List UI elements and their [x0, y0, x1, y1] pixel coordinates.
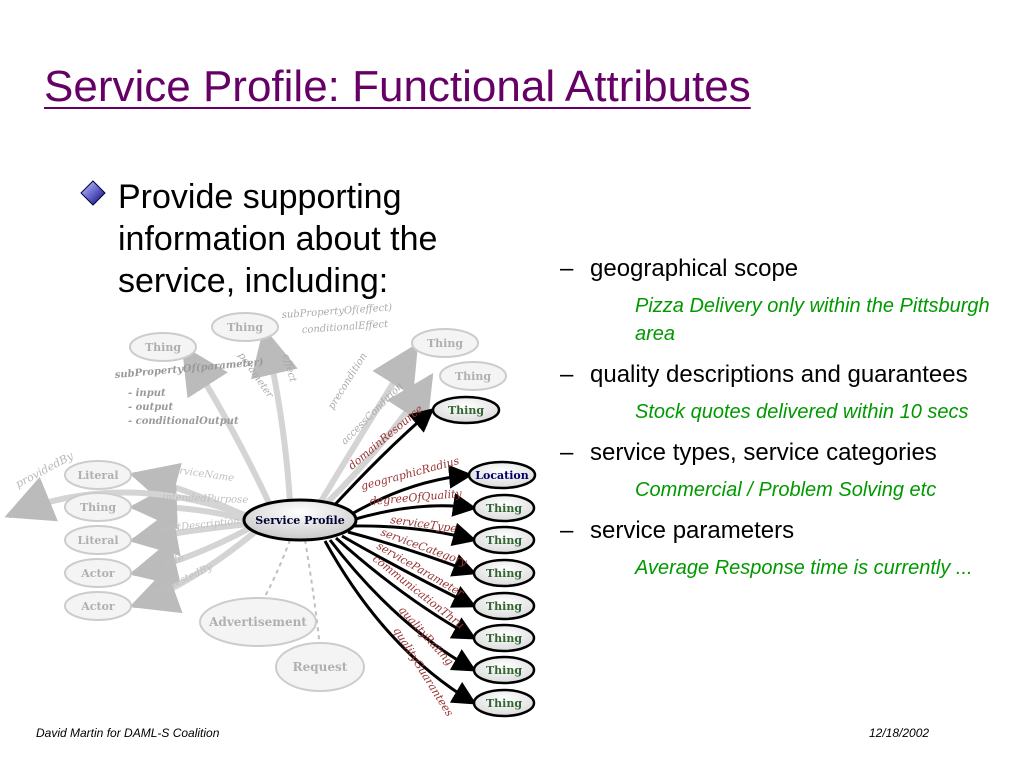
slide-title: Service Profile: Functional Attributes	[44, 62, 751, 111]
sub-bullet-list: –geographical scope Pizza Delivery only …	[560, 254, 1010, 594]
dash-glyph: –	[560, 361, 574, 388]
edge-qualityRating	[328, 539, 477, 672]
footer-date: 12/18/2002	[869, 726, 930, 740]
node-thing-domainResource: Thing	[431, 395, 501, 425]
edge-providedBy	[4, 476, 248, 522]
edge-precondition	[317, 342, 419, 506]
node-actor-1: Actor	[64, 558, 132, 588]
main-bullet: Provide supporting information about the…	[80, 176, 560, 302]
node-label: Thing	[80, 501, 116, 514]
footer-author: David Martin for DAML-S Coalition	[36, 726, 220, 740]
node-label: Thing	[486, 567, 522, 580]
node-advertisement: Advertisement	[199, 597, 317, 647]
dash-glyph: –	[560, 439, 574, 466]
edge-qualityGuarantees	[323, 540, 477, 705]
node-literal-2: Literal	[64, 525, 132, 555]
sub-bullet-example: Stock quotes delivered within 10 secs	[635, 401, 969, 423]
node-label: Thing	[448, 404, 484, 417]
sub-bullet-example: Commercial / Problem Solving etc	[635, 479, 937, 501]
dash-glyph: –	[560, 255, 574, 282]
edge-parameter	[181, 344, 273, 508]
node-thing-qualityRating: Thing	[472, 655, 536, 685]
sub-bullet-example: Pizza Delivery only within the Pittsburg…	[635, 295, 990, 345]
node-label: Thing	[145, 341, 181, 354]
node-label: Thing	[486, 600, 522, 613]
node-thing-top-2: Thing	[211, 312, 279, 342]
node-thing-right-upper-2: Thing	[439, 361, 507, 391]
diamond-bullet-icon	[80, 180, 106, 206]
sub-bullet-quality: –quality descriptions and guarantees	[560, 360, 1010, 390]
node-thing-communicationThru: Thing	[472, 623, 536, 653]
node-actor-2: Actor	[64, 591, 132, 621]
sub-bullet-label: geographical scope	[590, 255, 799, 282]
node-label: Actor	[80, 567, 115, 580]
label-input: - input	[128, 388, 166, 399]
node-service-profile: Service Profile	[242, 498, 358, 542]
node-label: Thing	[455, 370, 491, 383]
node-label: Thing	[427, 337, 463, 350]
edge-serviceParameter	[341, 534, 477, 608]
node-thing-serviceCategory: Thing	[472, 558, 536, 588]
sub-bullet-example: Average Response time is currently ...	[635, 557, 973, 579]
node-thing-qualityGuarantees: Thing	[472, 688, 536, 718]
node-thing-right-upper-1: Thing	[411, 328, 479, 358]
edge-serviceCategory	[347, 530, 477, 577]
edge-degreeOfQuality	[351, 493, 477, 522]
node-thing-top: Thing	[129, 332, 197, 362]
edge-requestedBy	[129, 529, 258, 614]
sub-bullet-label: service parameters	[590, 517, 795, 544]
edge-communicationThru	[334, 536, 477, 640]
node-label: Actor	[80, 600, 115, 613]
node-location: Location	[467, 460, 537, 490]
dash-glyph: –	[560, 517, 574, 544]
node-label: Literal	[77, 469, 118, 482]
node-label: Request	[293, 660, 348, 674]
label-conditionalEffect: conditionalEffect	[301, 319, 389, 336]
node-label: Location	[475, 469, 529, 482]
node-label: Thing	[227, 321, 263, 334]
label-role: role	[163, 553, 185, 569]
edge-request	[304, 539, 321, 649]
node-thing-serviceType: Thing	[472, 525, 536, 555]
node-thing-serviceParameter: Thing	[472, 591, 536, 621]
node-label: Literal	[77, 534, 118, 547]
node-thing-degreeOfQuality: Thing	[472, 493, 536, 523]
edge-intendedPurpose	[129, 481, 251, 530]
edge-accessCondition	[322, 372, 434, 508]
node-label: Thing	[486, 697, 522, 710]
label-output: - output	[128, 402, 173, 413]
edge-geographicRadius	[349, 464, 473, 517]
label-serviceName: serviceName	[168, 464, 235, 484]
edge-advertisement	[259, 539, 291, 606]
sub-bullet-label: quality descriptions and guarantees	[590, 361, 968, 388]
faded-nodes: Thing Thing Thing Thing Literal Thing Li…	[64, 312, 507, 692]
node-label: Thing	[486, 502, 522, 515]
label-precondition: precondition	[326, 351, 369, 411]
node-label: Advertisement	[208, 615, 307, 629]
node-label: Service Profile	[255, 514, 344, 527]
node-thing-left: Thing	[64, 492, 132, 522]
label-subPropertyOf-effect: subPropertyOf(effect)	[281, 302, 392, 321]
node-label: Thing	[486, 534, 522, 547]
service-profile-diagram: subPropertyOf(effect) conditionalEffect …	[4, 302, 537, 719]
edge-textDescription	[129, 508, 251, 557]
label-effect: effect	[280, 353, 298, 384]
label-intendedPurpose: intendedPurpose	[162, 492, 249, 506]
edge-effect	[251, 327, 298, 506]
edge-serviceType	[351, 522, 477, 546]
node-label: Thing	[486, 664, 522, 677]
bullet-text: Provide supporting information about the…	[118, 178, 438, 300]
node-literal-1: Literal	[64, 460, 132, 490]
edge-domainResource	[328, 408, 435, 512]
sub-bullet-label: service types, service categories	[590, 439, 937, 466]
sub-bullet-geographical-scope: –geographical scope	[560, 254, 1010, 284]
dark-nodes: Thing Location Thing Thing Thing Thing T…	[242, 395, 537, 718]
sub-bullet-service-types: –service types, service categories	[560, 438, 1010, 468]
label-conditionalOutput: - conditionalOutput	[128, 416, 239, 427]
node-request: Request	[275, 642, 365, 692]
sub-bullet-service-parameters: –service parameters	[560, 516, 1010, 546]
node-label: Thing	[486, 632, 522, 645]
